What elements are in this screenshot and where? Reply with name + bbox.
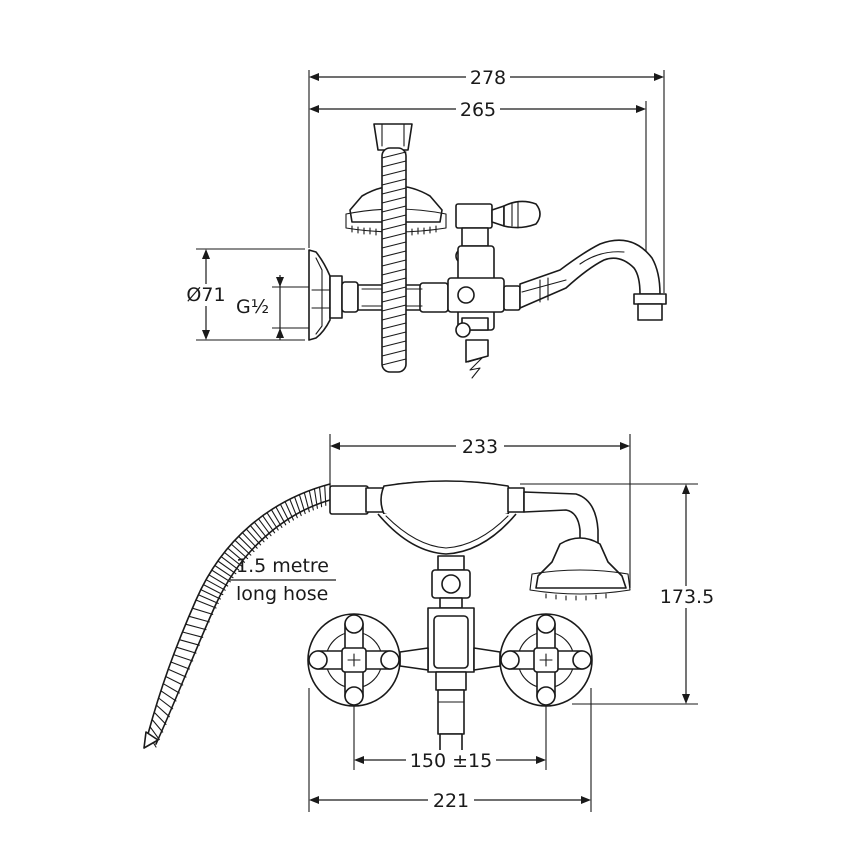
mixer-valve bbox=[447, 200, 541, 379]
spout bbox=[503, 239, 667, 321]
dim-221-label: 221 bbox=[433, 790, 469, 812]
dim-233-label: 233 bbox=[462, 436, 498, 458]
dim-150-label: 150 ±15 bbox=[410, 750, 492, 772]
hand-shower-front bbox=[523, 491, 631, 601]
backplate bbox=[308, 249, 359, 341]
handset-cradle bbox=[329, 480, 525, 555]
hose-side bbox=[381, 147, 407, 373]
front-view: 233 173.5 150 ±15 221 1.5 metre long hos… bbox=[143, 434, 718, 812]
left-cross-handle bbox=[307, 613, 401, 707]
dim-278-label: 278 bbox=[470, 67, 506, 89]
hose-hook-side bbox=[373, 123, 413, 151]
hose-note-line1: 1.5 metre bbox=[236, 555, 329, 577]
hose-note-line2: long hose bbox=[236, 583, 328, 605]
hose-front bbox=[143, 483, 331, 749]
dim-dia71-label: Ø71 bbox=[186, 284, 225, 306]
centre-body bbox=[399, 555, 501, 753]
dim-265-label: 265 bbox=[460, 99, 496, 121]
right-cross-handle bbox=[499, 613, 593, 707]
side-view: 278 265 Ø71 G½ bbox=[186, 66, 667, 379]
dim-173-5-label: 173.5 bbox=[660, 586, 714, 608]
dim-g-half-label: G½ bbox=[236, 296, 269, 318]
